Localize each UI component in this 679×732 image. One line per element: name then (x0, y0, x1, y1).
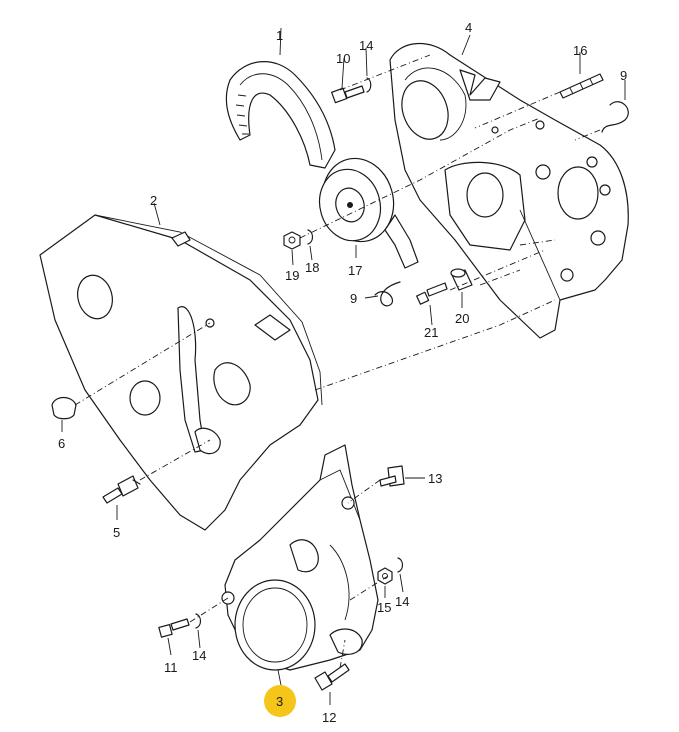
spring-clip-9b-icon[interactable] (374, 281, 401, 307)
leader-lines (61, 27, 626, 705)
plug-6-icon[interactable] (51, 396, 77, 420)
label-14c[interactable]: 14 (192, 648, 206, 663)
label-15[interactable]: 15 (377, 600, 391, 615)
label-17[interactable]: 17 (348, 263, 362, 278)
label-11[interactable]: 11 (164, 660, 178, 675)
label-9b[interactable]: 9 (350, 291, 357, 306)
label-9a[interactable]: 9 (620, 68, 627, 83)
bolt-11-icon[interactable] (158, 618, 190, 638)
washer-18-icon[interactable] (307, 229, 314, 245)
stud-16-icon[interactable] (559, 73, 604, 99)
label-14a[interactable]: 14 (359, 38, 373, 53)
bolt-10-icon[interactable] (331, 85, 365, 104)
washer-14a-icon[interactable] (366, 77, 372, 93)
part-labels: 1 2 3 4 5 6 9 9 10 11 12 13 14 14 14 15 … (58, 20, 627, 725)
label-1[interactable]: 1 (276, 28, 283, 43)
washer-14b-icon[interactable] (397, 557, 404, 573)
bolt-21-icon[interactable] (416, 282, 448, 305)
label-18[interactable]: 18 (305, 260, 319, 275)
label-13[interactable]: 13 (428, 471, 442, 486)
bolt-13-icon[interactable] (379, 465, 405, 487)
nut-19-icon[interactable] (283, 231, 301, 250)
tensioner-pulley-icon[interactable] (312, 150, 419, 269)
label-20[interactable]: 20 (455, 311, 469, 326)
label-2[interactable]: 2 (150, 193, 157, 208)
label-3[interactable]: 3 (276, 694, 283, 709)
label-16[interactable]: 16 (573, 43, 587, 58)
label-14b[interactable]: 14 (395, 594, 409, 609)
label-19[interactable]: 19 (285, 268, 299, 283)
highlight-marker (264, 685, 296, 717)
clip-5-icon[interactable] (102, 475, 141, 504)
label-4[interactable]: 4 (465, 20, 472, 35)
upper-cover-icon[interactable] (39, 214, 323, 531)
lower-cover-icon[interactable] (221, 444, 379, 671)
nut-15-icon[interactable] (377, 567, 393, 585)
rear-cover-icon[interactable] (389, 42, 629, 339)
label-21[interactable]: 21 (424, 325, 438, 340)
bolt-12-icon[interactable] (314, 663, 350, 691)
spring-clip-9a-icon[interactable] (601, 101, 629, 133)
spacer-20-icon[interactable] (450, 268, 473, 291)
label-10[interactable]: 10 (336, 51, 350, 66)
label-12[interactable]: 12 (322, 710, 336, 725)
assembly-axes (74, 54, 601, 669)
washer-14c-icon[interactable] (195, 613, 202, 629)
label-5[interactable]: 5 (113, 525, 120, 540)
timing-belt-icon[interactable] (225, 61, 336, 169)
label-6[interactable]: 6 (58, 436, 65, 451)
